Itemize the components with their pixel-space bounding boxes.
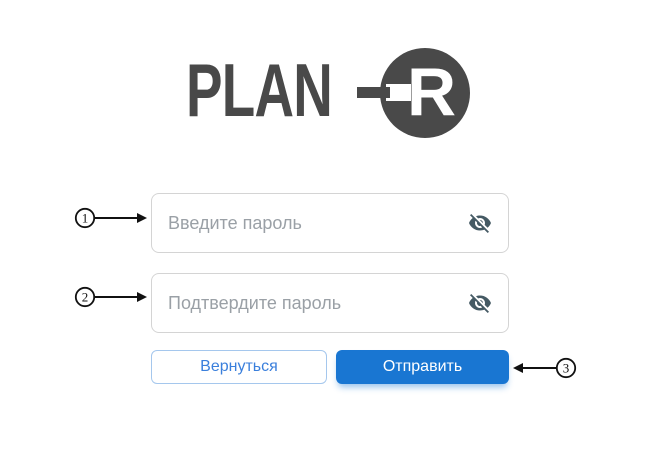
logo-circle: R bbox=[380, 48, 470, 138]
submit-button[interactable]: Отправить bbox=[336, 350, 509, 384]
annotation-number: 3 bbox=[563, 361, 570, 376]
password-field bbox=[151, 193, 509, 253]
arrow-right-icon bbox=[137, 213, 147, 223]
visibility-off-icon bbox=[469, 294, 491, 313]
confirm-password-visibility-toggle[interactable] bbox=[466, 289, 494, 317]
annotation-number: 1 bbox=[82, 211, 89, 226]
logo-dash bbox=[357, 87, 390, 98]
logo-dash-notch bbox=[386, 84, 411, 101]
logo-wordmark: PLAN bbox=[186, 48, 333, 132]
arrow-left-icon bbox=[513, 363, 523, 373]
logo-circle-letter: R bbox=[406, 53, 457, 130]
annotation-callout-2: 2 bbox=[74, 286, 147, 308]
visibility-off-icon bbox=[469, 214, 491, 233]
password-input[interactable] bbox=[166, 211, 458, 235]
annotation-callout-3: 3 bbox=[513, 357, 577, 379]
annotation-circle bbox=[555, 357, 577, 379]
arrow-right-icon bbox=[137, 292, 147, 302]
confirm-password-input[interactable] bbox=[166, 291, 458, 315]
annotation-circle bbox=[74, 286, 96, 308]
confirm-password-field bbox=[151, 273, 509, 333]
return-button[interactable]: Вернуться bbox=[151, 350, 327, 384]
annotation-circle bbox=[74, 207, 96, 229]
password-visibility-toggle[interactable] bbox=[466, 209, 494, 237]
annotation-number: 2 bbox=[82, 290, 89, 305]
annotation-callout-1: 1 bbox=[74, 207, 147, 229]
